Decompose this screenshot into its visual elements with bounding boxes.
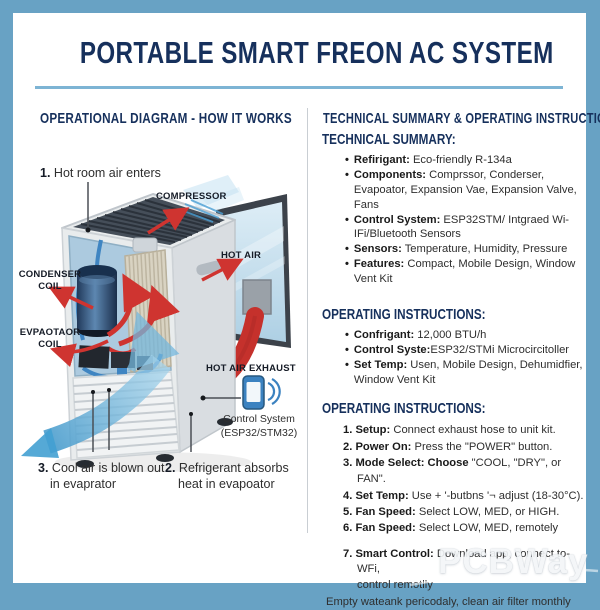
bullet-icon: •	[345, 343, 349, 356]
hot-air-exhaust-label: HOT AIR EXHAUST	[206, 363, 296, 374]
right-section-heading-text: TECHNICAL SUMMARY & OPERATING INSTRUCTIO…	[323, 110, 600, 127]
list-item: 5. Fan Speed: Select LOW, MED, or HIGH.	[343, 506, 560, 519]
tech-summary-list: •Refirigant: Eco-friendly R-134a •Compon…	[322, 153, 588, 287]
list-item: •Confrigant: 12,000 BTU/h	[345, 328, 487, 341]
list-item: 3. Mode Select: Choose "COOL, "DRY", or …	[343, 457, 562, 486]
ac-unit-diagram	[21, 175, 291, 472]
cool-air-arrow	[21, 311, 180, 458]
watermark-logo: PCBWay	[438, 542, 589, 581]
list-item: •Control System: ESP32STM/ Intgraed Wi-I…	[345, 213, 570, 241]
list-item: •Control Syste:ESP32/STMi Microcircitoll…	[345, 343, 570, 356]
hot-air-label: HOT AIR	[221, 250, 262, 261]
smart-control-item: 7. Smart Control: Download app, connect …	[343, 547, 588, 594]
callout-lines	[48, 182, 244, 452]
list-item: 6. Fan Speed: Select LOW, MED, remotely	[343, 522, 559, 535]
step3-annotation: 3. Cool air is blown out in evaprator	[38, 461, 165, 492]
bullet-icon: •	[345, 258, 349, 271]
condenser-arrow	[48, 286, 94, 310]
compressor-label: COMPRESSOR	[156, 191, 227, 202]
list-item: •Set Temp: Usen, Mobile Design, Dehumidf…	[345, 358, 583, 386]
list-item: •Sensors: Temperature, Humidity, Pressur…	[345, 243, 568, 256]
control-system-label: Control System(ESP32/STM32)	[220, 413, 298, 439]
compressor-arrow	[147, 207, 190, 235]
unit-feet	[76, 418, 233, 468]
wireless-wave-icon	[267, 381, 276, 402]
list-item: 4. Set Temp: Use + '-butbns '¬ adjust (1…	[343, 489, 584, 502]
step2-annotation: 2. Refrigerant absorbs heat in evapoator	[165, 461, 289, 492]
column-divider	[307, 108, 308, 533]
list-item: 1. Setup: Connect exhaust hose to unit k…	[343, 424, 556, 437]
watermark-swoosh	[409, 568, 599, 587]
bullet-icon: •	[345, 168, 349, 181]
smartphone-icon	[242, 375, 281, 410]
operating-instructions-heading-1: OPERATING INSTRUCTIONS:	[322, 305, 486, 323]
bullet-icon: •	[345, 213, 349, 226]
left-section-heading: OPERATIONAL DIAGRAM - HOW IT WORKS	[40, 110, 363, 127]
left-section-heading-text: OPERATIONAL DIAGRAM - HOW IT WORKS	[40, 110, 292, 127]
smart-control-continuation: control remotlly	[357, 579, 433, 592]
bullet-icon: •	[345, 243, 349, 256]
air-intake-glow	[183, 175, 239, 209]
bullet-icon: •	[345, 153, 349, 166]
step3-number: 3.	[38, 461, 49, 475]
ac-unit-body	[21, 175, 244, 468]
bullet-icon: •	[345, 358, 349, 371]
tech-summary-heading: TECHNICAL SUMMARY:	[322, 131, 456, 148]
title-underline	[35, 86, 563, 89]
list-item: •Components: Comprssor, Conderser, Evapo…	[345, 168, 577, 211]
bullet-icon: •	[345, 328, 349, 341]
evaporator-arrow	[49, 339, 109, 368]
operating-list-1: •Confrigant: 12,000 BTU/h •Control Syste…	[322, 328, 588, 388]
step1-text: Hot room air enters	[50, 166, 161, 180]
operating-list-2: 1. Setup: Connect exhaust hose to unit k…	[322, 422, 588, 536]
list-item: •Refirigant: Eco-friendly R-134a	[345, 153, 512, 166]
step1-annotation: 1. Hot room air enters	[40, 165, 161, 181]
page-background: PORTABLE SMART FREON AC SYSTEM OPERATION…	[13, 13, 600, 608]
step2-number: 2.	[165, 461, 176, 475]
right-section-heading: TECHNICAL SUMMARY & OPERATING INSTRUCTIO…	[323, 110, 600, 127]
info-column: TECHNICAL SUMMARY: •Refirigant: Eco-frie…	[322, 112, 588, 610]
maintenance-note: Empty wateank pericodaly, clean air filt…	[326, 595, 571, 608]
operating-instructions-heading-2: OPERATING INSTRUCTIONS:	[322, 400, 486, 418]
list-item: •Features: Compact, Mobile Design, Windo…	[345, 258, 576, 286]
step1-number: 1.	[40, 166, 51, 180]
list-item: 2. Power On: Press the "POWER" button.	[343, 440, 553, 453]
compressor-cylinder	[77, 265, 117, 337]
page-title-text: PORTABLE SMART FREON AC SYSTEM	[79, 35, 554, 70]
page-title: PORTABLE SMART FREON AC SYSTEM	[13, 35, 586, 71]
hot-air-arrow	[201, 258, 244, 282]
